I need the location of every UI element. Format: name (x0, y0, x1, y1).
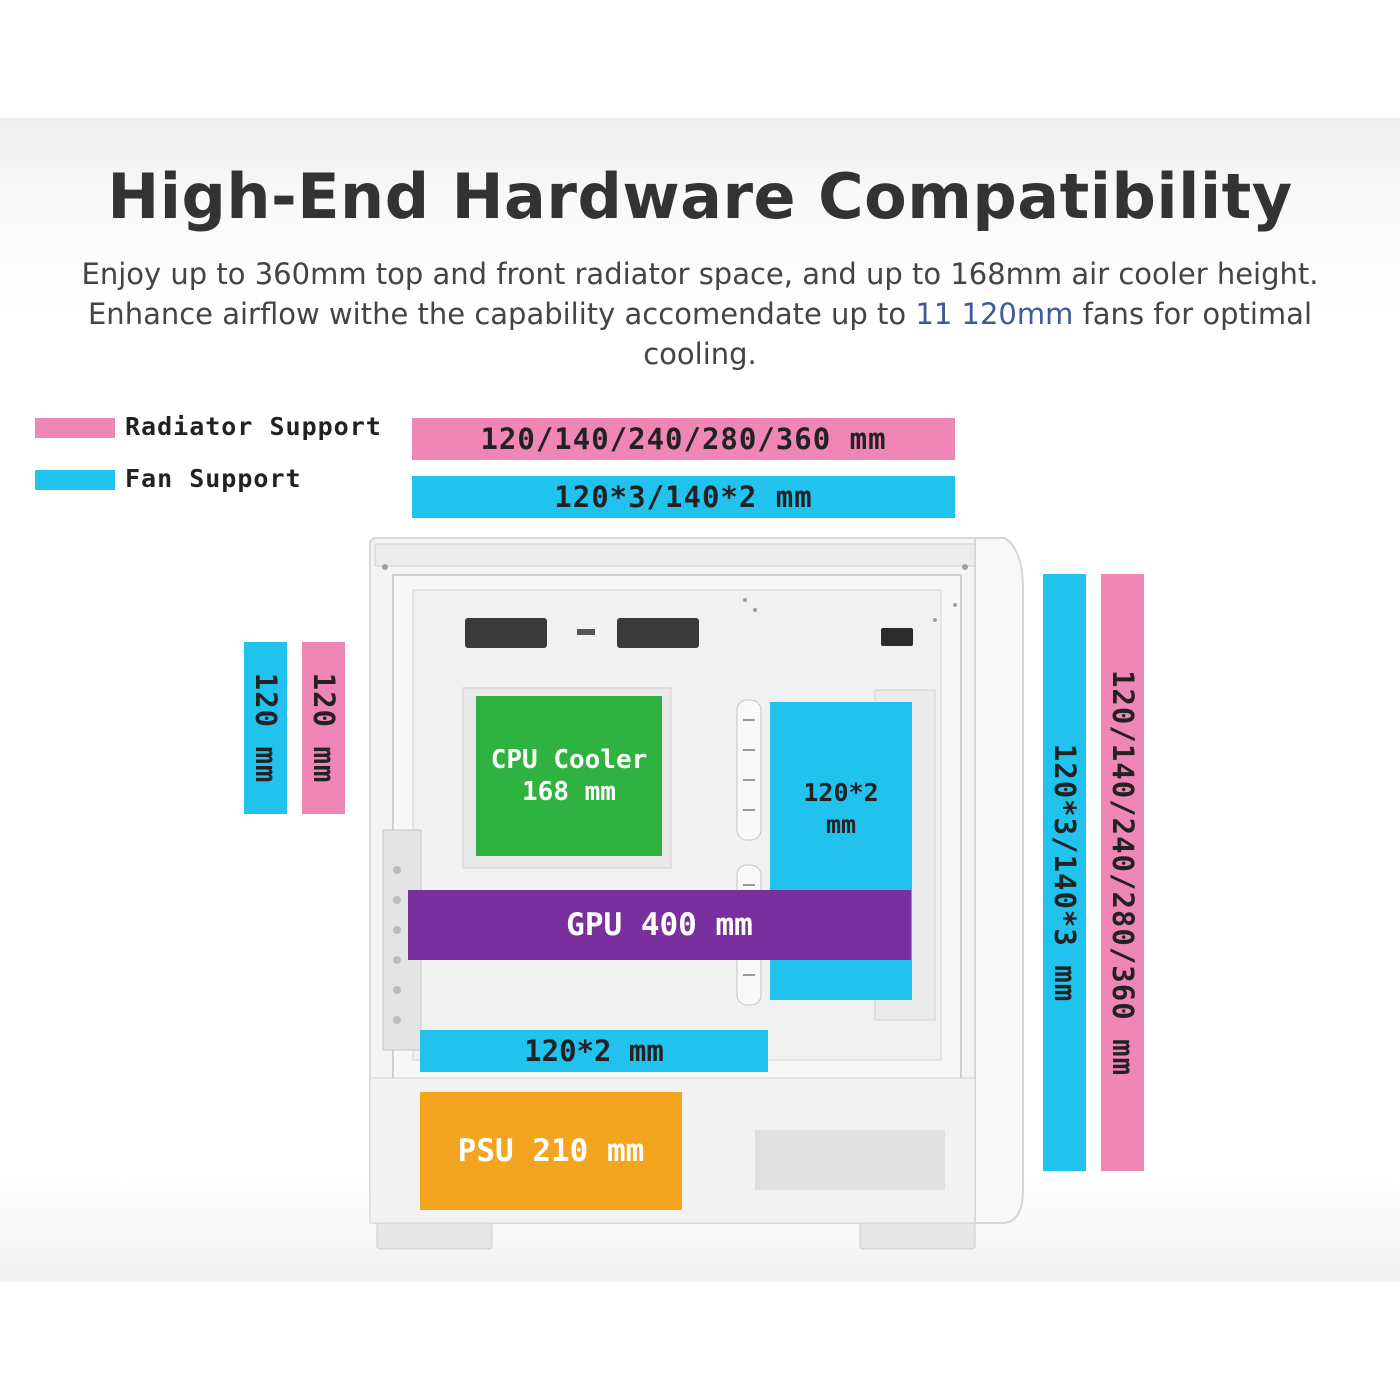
description-highlight: 11 120mm (915, 297, 1074, 331)
legend-radiator-swatch (35, 418, 115, 438)
front-radiator-label: 120/140/240/280/360 mm (1105, 669, 1140, 1076)
bottom-fan-bar: 120*2 mm (420, 1030, 768, 1072)
front-radiator-bar: 120/140/240/280/360 mm (1101, 574, 1144, 1171)
description-text-end: fans for optimal cooling. (643, 297, 1313, 371)
rear-fan-bar: 120 mm (244, 642, 287, 814)
top-fan-bar: 120*3/140*2 mm (412, 476, 955, 518)
rear-fan-label: 120 mm (248, 672, 283, 784)
cpu-cooler-box: CPU Cooler 168 mm (476, 696, 662, 856)
description: Enjoy up to 360mm top and front radiator… (40, 254, 1360, 374)
side-fan-unit: mm (825, 810, 857, 839)
top-radiator-bar: 120/140/240/280/360 mm (412, 418, 955, 460)
gpu-box: GPU 400 mm (408, 890, 911, 960)
description-text: Enjoy up to 360mm top and front radiator… (81, 257, 1319, 331)
front-fan-bar: 120*3/140*3 mm (1043, 574, 1086, 1171)
legend-radiator-label: Radiator Support (125, 412, 382, 441)
cpu-cooler-size: 168 mm (522, 777, 616, 807)
psu-box: PSU 210 mm (420, 1092, 682, 1210)
legend-fan-label: Fan Support (125, 464, 302, 493)
rear-radiator-bar: 120 mm (302, 642, 345, 814)
side-fan-label: 120*2 (803, 778, 879, 807)
page-title: High-End Hardware Compatibility (107, 160, 1293, 233)
rear-radiator-label: 120 mm (306, 672, 341, 784)
cpu-cooler-label: CPU Cooler (490, 745, 648, 775)
front-fan-label: 120*3/140*3 mm (1047, 743, 1082, 1002)
legend-fan-swatch (35, 470, 115, 490)
